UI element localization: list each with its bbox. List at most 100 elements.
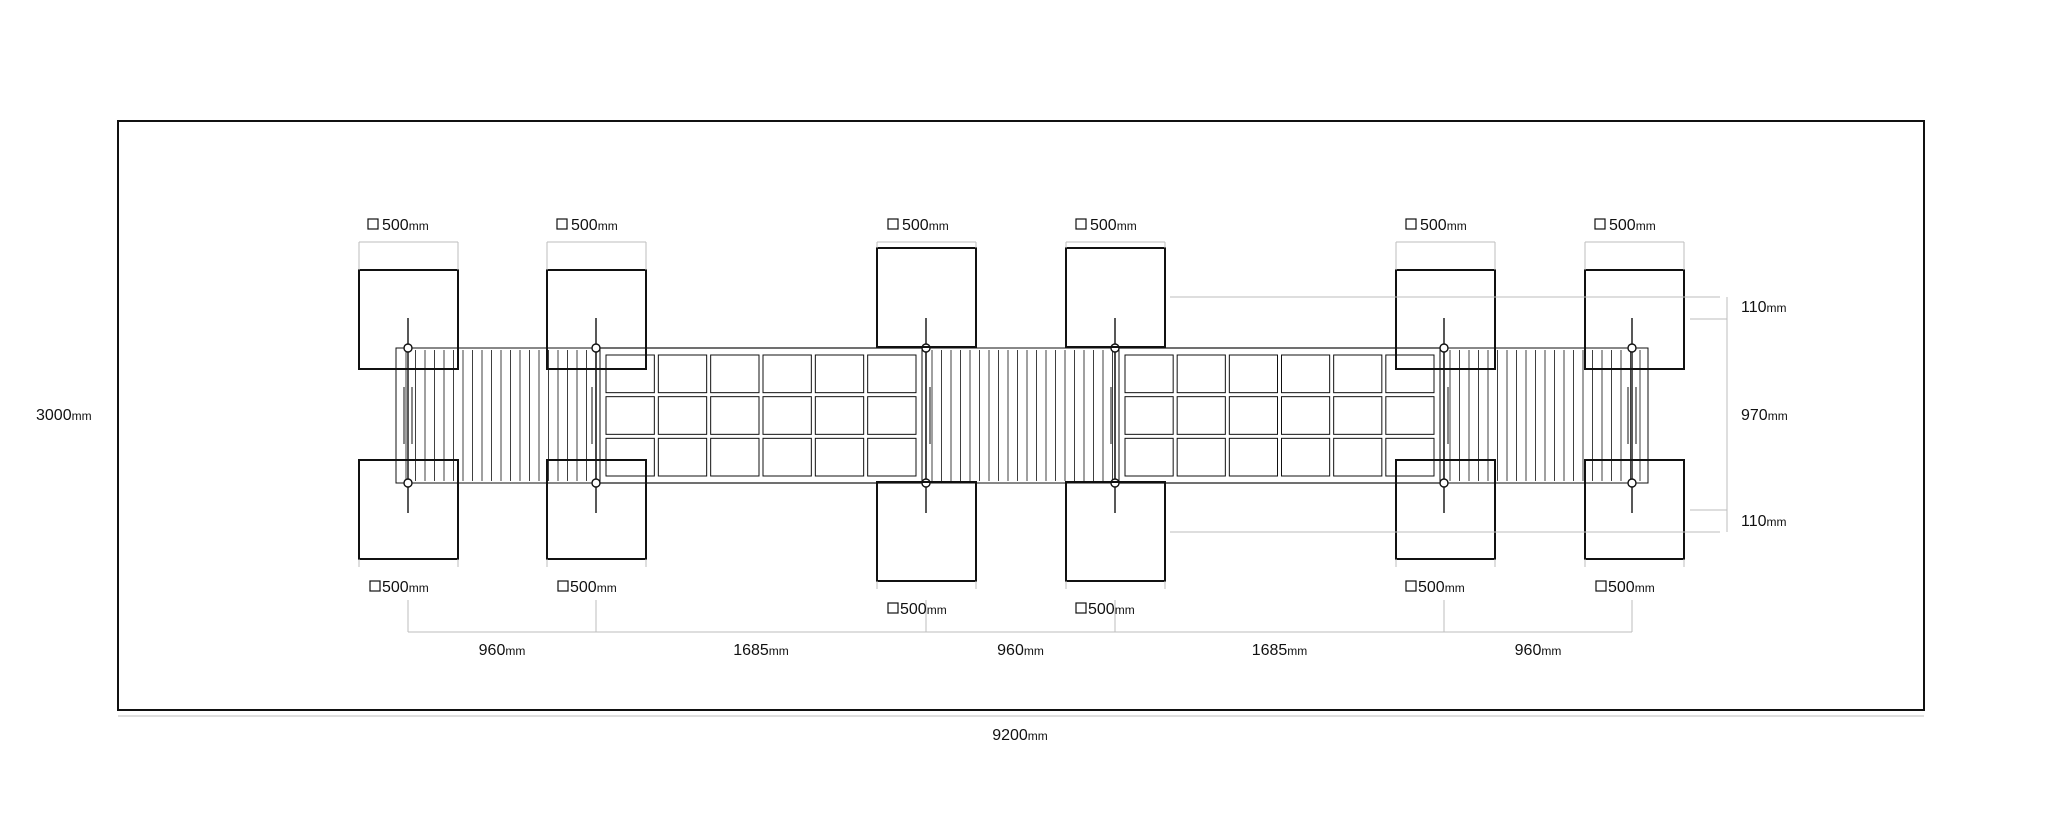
- dim-value: 500: [1418, 579, 1445, 596]
- table-tile: [1333, 354, 1383, 394]
- table-tile: [657, 354, 708, 394]
- square-symbol: [1405, 580, 1417, 592]
- dim-value: 500: [1609, 217, 1636, 234]
- footing-label-bottom: 500mm: [1418, 579, 1465, 596]
- table-tile: [1124, 354, 1174, 394]
- dim-unit: mm: [1287, 644, 1307, 658]
- table-tile: [657, 437, 708, 477]
- bench-outline: [921, 347, 1120, 484]
- dim-unit: mm: [1445, 581, 1465, 595]
- post-joint: [591, 343, 601, 353]
- table-tile: [605, 396, 655, 435]
- span-label: 1685mm: [733, 642, 789, 659]
- dim-value: 500: [1088, 601, 1115, 618]
- overall-depth-label: 3000mm: [36, 407, 92, 424]
- post-joint: [1439, 343, 1449, 353]
- overall-length-label: 9200mm: [992, 727, 1048, 744]
- dim-unit: mm: [598, 219, 618, 233]
- square-symbol: [367, 218, 379, 230]
- span-label: 960mm: [1515, 642, 1562, 659]
- dim-unit: mm: [1636, 219, 1656, 233]
- table-tile: [1228, 437, 1279, 477]
- table-tile: [1385, 437, 1435, 477]
- dim-value: 500: [571, 217, 598, 234]
- table-tile: [1124, 437, 1174, 477]
- footing-pad: [358, 459, 459, 560]
- table-outline: [1114, 347, 1445, 484]
- dim-unit: mm: [409, 219, 429, 233]
- table-tile: [1281, 354, 1331, 394]
- table-tile: [814, 396, 865, 435]
- dim-unit: mm: [1024, 644, 1044, 658]
- table-tile: [867, 354, 917, 394]
- footing-label-top: 500mm: [1609, 217, 1656, 234]
- table-tile: [1333, 396, 1383, 435]
- footing-label-bottom: 500mm: [1088, 601, 1135, 618]
- footing-pad: [1065, 481, 1166, 582]
- footing-pad: [876, 247, 977, 348]
- dim-value: 960: [1515, 642, 1542, 659]
- square-symbol: [1594, 218, 1606, 230]
- square-symbol: [1075, 218, 1087, 230]
- table-tile: [1228, 396, 1279, 435]
- table-tile: [867, 396, 917, 435]
- footing-pad: [546, 459, 647, 560]
- dim-value: 1685: [733, 642, 769, 659]
- square-symbol: [1595, 580, 1607, 592]
- dim-value: 110: [1741, 299, 1767, 316]
- table-tile: [762, 396, 812, 435]
- post-joint: [591, 478, 601, 488]
- dim-value: 960: [479, 642, 506, 659]
- table-tile: [657, 396, 708, 435]
- table-tile: [1281, 396, 1331, 435]
- dim-unit: mm: [1635, 581, 1655, 595]
- dim-unit: mm: [72, 409, 92, 423]
- dim-unit: mm: [409, 581, 429, 595]
- table-tile: [1385, 354, 1435, 394]
- dim-value: 500: [1090, 217, 1117, 234]
- depth-dimension: [1170, 296, 1728, 533]
- post-joint: [403, 478, 413, 488]
- square-symbol: [887, 218, 899, 230]
- table-tile: [710, 437, 760, 477]
- table-tile: [762, 437, 812, 477]
- footing-pad: [1395, 269, 1496, 370]
- dim-unit: mm: [1117, 219, 1137, 233]
- footing-label-bottom: 500mm: [1608, 579, 1655, 596]
- dim-unit: mm: [1767, 301, 1787, 315]
- footing-pad: [1584, 269, 1685, 370]
- footing-label-bottom: 500mm: [900, 601, 947, 618]
- table-tile: [1124, 396, 1174, 435]
- post-joint: [1439, 478, 1449, 488]
- dim-unit: mm: [769, 644, 789, 658]
- dim-unit: mm: [1447, 219, 1467, 233]
- footing-pad: [1395, 459, 1496, 560]
- post-joint: [1627, 478, 1637, 488]
- depth-label-bottom: 110mm: [1741, 513, 1787, 530]
- table-tile: [1333, 437, 1383, 477]
- depth-label-top: 110mm: [1741, 299, 1787, 316]
- table-tile: [1176, 354, 1226, 394]
- span-label: 1685mm: [1252, 642, 1308, 659]
- square-symbol: [887, 602, 899, 614]
- dim-value: 9200: [992, 727, 1028, 744]
- table-tile: [605, 354, 655, 394]
- dim-value: 500: [382, 579, 409, 596]
- dim-value: 500: [902, 217, 929, 234]
- dim-unit: mm: [929, 219, 949, 233]
- square-symbol: [1075, 602, 1087, 614]
- site-boundary: [117, 120, 1925, 711]
- square-symbol: [1405, 218, 1417, 230]
- post-joint: [403, 343, 413, 353]
- dim-value: 1685: [1252, 642, 1288, 659]
- post-joint: [1627, 343, 1637, 353]
- footing-label-bottom: 500mm: [570, 579, 617, 596]
- footing-label-top: 500mm: [1420, 217, 1467, 234]
- footing-pad: [1065, 247, 1166, 348]
- table-tile: [814, 354, 865, 394]
- dim-value: 500: [900, 601, 927, 618]
- dim-value: 500: [570, 579, 597, 596]
- post: [591, 318, 601, 513]
- dim-unit: mm: [597, 581, 617, 595]
- post: [1439, 318, 1449, 513]
